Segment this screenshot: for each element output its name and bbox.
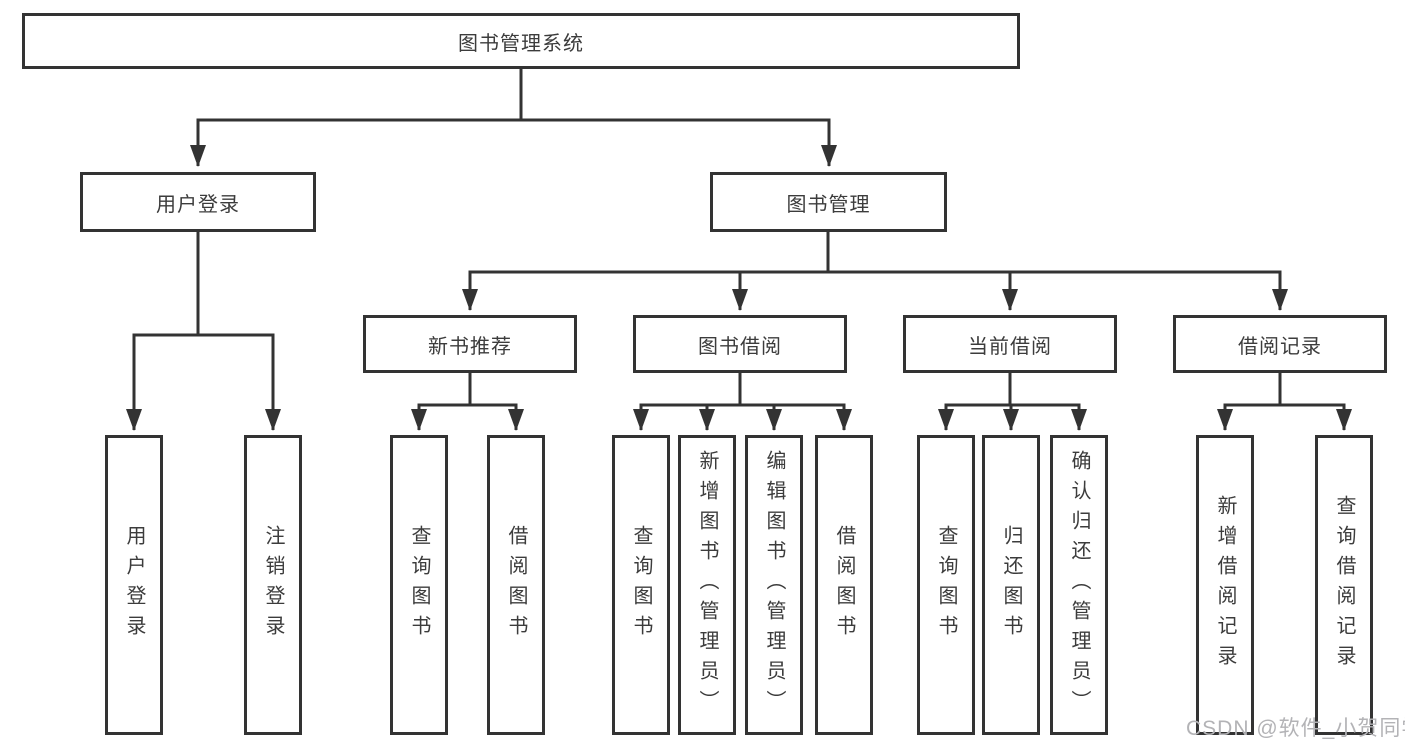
node-library-management-system: 图书管理系统 <box>22 13 1020 69</box>
leaf-borrowing-borrow-books: 借阅图书 <box>815 435 873 735</box>
node-label: 新增借阅记录 <box>1214 495 1236 675</box>
node-label: 查询图书 <box>630 525 652 645</box>
leaf-borrowing-edit-books-admin: 编辑图书（管理员） <box>745 435 803 735</box>
node-book-management-branch: 图书管理 <box>710 172 947 232</box>
node-label: 当前借阅 <box>968 335 1052 358</box>
leaf-records-query-record: 查询借阅记录 <box>1315 435 1373 735</box>
node-label: 注销登录 <box>262 525 284 645</box>
node-label: 图书管理 <box>786 193 871 216</box>
leaf-current-confirm-return-admin: 确认归还（管理员） <box>1050 435 1108 735</box>
node-label: 图书管理系统 <box>458 32 584 55</box>
csdn-watermark: CSDN @软件_小贺同学 <box>1186 717 1405 740</box>
leaf-newbooks-query-books: 查询图书 <box>390 435 448 735</box>
node-label: 归还图书 <box>1000 525 1022 645</box>
node-label: 借阅记录 <box>1238 335 1322 358</box>
node-new-book-recommendation: 新书推荐 <box>363 315 577 373</box>
leaf-newbooks-borrow-books: 借阅图书 <box>487 435 545 735</box>
node-user-login-branch: 用户登录 <box>80 172 316 232</box>
node-borrowing-records: 借阅记录 <box>1173 315 1387 373</box>
leaf-current-return-books: 归还图书 <box>982 435 1040 735</box>
leaf-borrowing-add-books-admin: 新增图书（管理员） <box>678 435 736 735</box>
node-label: 查询借阅记录 <box>1333 495 1355 675</box>
node-book-borrowing: 图书借阅 <box>633 315 847 373</box>
leaf-logout: 注销登录 <box>244 435 302 735</box>
node-label: 新增图书（管理员） <box>696 450 718 720</box>
node-label: 用户登录 <box>123 525 145 645</box>
node-label: 查询图书 <box>935 525 957 645</box>
node-label: 新书推荐 <box>428 335 512 358</box>
leaf-borrowing-query-books: 查询图书 <box>612 435 670 735</box>
leaf-records-add-record: 新增借阅记录 <box>1196 435 1254 735</box>
node-label: 编辑图书（管理员） <box>763 450 785 720</box>
node-label: 借阅图书 <box>505 525 527 645</box>
leaf-user-login: 用户登录 <box>105 435 163 735</box>
node-label: 图书借阅 <box>698 335 782 358</box>
node-label: 查询图书 <box>408 525 430 645</box>
node-label: 用户登录 <box>156 193 240 216</box>
leaf-current-query-books: 查询图书 <box>917 435 975 735</box>
node-label: 借阅图书 <box>833 525 855 645</box>
node-label: 确认归还（管理员） <box>1068 450 1090 720</box>
node-current-borrowing: 当前借阅 <box>903 315 1117 373</box>
